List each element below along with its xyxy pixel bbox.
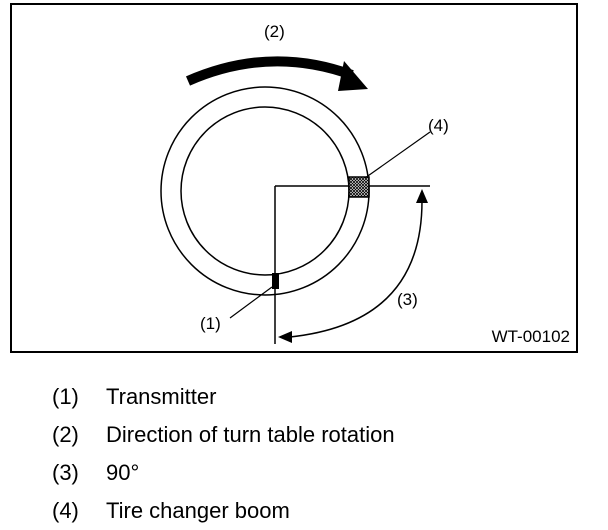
rotation-arrow-head: [338, 61, 368, 91]
legend-item: (1) Transmitter: [52, 378, 395, 416]
callout-boom: (4): [428, 116, 449, 135]
transmitter-marker: [272, 273, 279, 289]
legend-text: Transmitter: [106, 384, 217, 409]
legend-number: (2): [52, 422, 79, 447]
legend-item: (3) 90°: [52, 454, 395, 492]
legend-number: (1): [52, 384, 79, 409]
callout-transmitter: (1): [200, 314, 221, 333]
legend-text: Tire changer boom: [106, 498, 290, 523]
legend-text: 90°: [106, 460, 140, 485]
outer-tire-circle: [160, 86, 370, 296]
ninety-degree-arc: [289, 200, 423, 338]
arc-arrow-head-top: [416, 189, 428, 203]
figure-frame: (2) (4) (3) (1) WT-00102: [10, 3, 578, 353]
rotation-arrow: [185, 56, 354, 86]
transmitter-leader-line: [229, 286, 273, 319]
figure-id: WT-00102: [491, 327, 570, 346]
legend-list: (1) Transmitter (2) Direction of turn tabl…: [52, 378, 395, 530]
legend-text: Direction of turn table rotation: [106, 422, 395, 447]
legend-number: (4): [52, 498, 79, 523]
boom-leader-line: [364, 131, 431, 179]
legend-item: (2) Direction of turn table rotation: [52, 416, 395, 454]
callout-angle: (3): [397, 290, 418, 309]
arc-arrow-head-bottom: [278, 331, 292, 343]
callout-rotation: (2): [264, 22, 285, 41]
wheel-diagram: (2) (4) (3) (1): [160, 22, 449, 344]
legend-number: (3): [52, 460, 79, 485]
inner-rim-circle: [180, 106, 350, 276]
legend-item: (4) Tire changer boom: [52, 492, 395, 530]
boom-marker: [348, 176, 370, 198]
